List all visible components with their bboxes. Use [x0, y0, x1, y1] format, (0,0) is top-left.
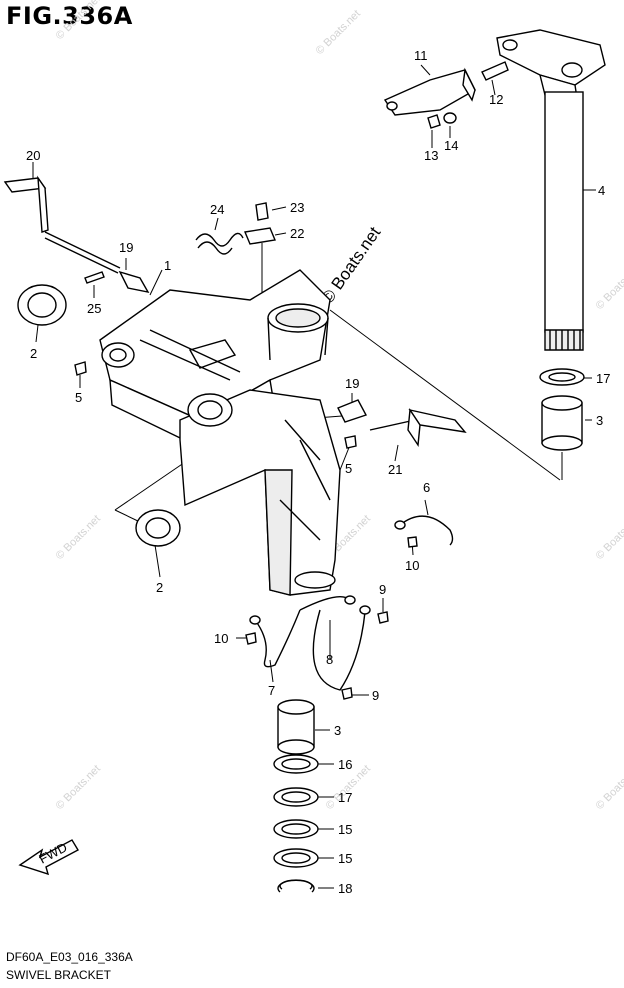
fwd-arrow: FWD — [18, 839, 79, 876]
callout-17-lower: 17 — [338, 790, 352, 805]
callout-2-bottom: 2 — [156, 580, 163, 595]
callout-22: 22 — [290, 226, 304, 241]
callout-15-upper: 15 — [338, 822, 352, 837]
callout-14: 14 — [444, 138, 458, 153]
figure-caption: SWIVEL BRACKET — [6, 968, 111, 982]
figure-code: DF60A_E03_016_336A — [6, 950, 133, 964]
watermark-1: © Boats.net — [54, 0, 103, 42]
swivel-bracket-body — [99, 269, 341, 596]
callout-8: 8 — [326, 652, 333, 667]
callout-9-lower: 9 — [372, 688, 379, 703]
callout-9-upper: 9 — [379, 582, 386, 597]
spring-assembly — [195, 202, 276, 255]
callout-1: 1 — [164, 258, 171, 273]
callout-5-right: 5 — [345, 461, 352, 476]
callout-19-right: 19 — [345, 376, 359, 391]
steering-shaft — [496, 29, 606, 351]
callout-19-left: 19 — [119, 240, 133, 255]
callout-13: 13 — [424, 148, 438, 163]
left-parts — [17, 270, 181, 547]
callout-7: 7 — [268, 683, 275, 698]
callout-11: 11 — [414, 48, 428, 63]
callout-20: 20 — [26, 148, 40, 163]
callout-17-upper: 17 — [596, 371, 610, 386]
callout-25: 25 — [87, 301, 101, 316]
watermark-9: © Boats.net — [594, 763, 624, 812]
callout-3-upper: 3 — [596, 413, 603, 428]
callout-5-left: 5 — [75, 390, 82, 405]
callout-3-lower: 3 — [334, 723, 341, 738]
callout-18: 18 — [338, 881, 352, 896]
bushing-upper — [541, 395, 583, 451]
washer-stack — [273, 754, 319, 893]
callout-4: 4 — [598, 183, 605, 198]
figure-title: FIG.336A — [6, 2, 133, 30]
callout-21: 21 — [388, 462, 402, 477]
watermark-main: © Boats.net — [318, 223, 385, 307]
watermark-3: © Boats.net — [594, 263, 624, 312]
stopper-plate — [383, 61, 509, 129]
tilt-lever-right — [337, 399, 467, 449]
bushing-lower — [277, 699, 315, 755]
watermark-2: © Boats.net — [314, 8, 363, 57]
callout-6: 6 — [423, 480, 430, 495]
callout-2-left: 2 — [30, 346, 37, 361]
watermark-4: © Boats.net — [54, 513, 103, 562]
ground-wires — [245, 515, 454, 700]
washer-upper — [539, 368, 585, 386]
callout-15-lower: 15 — [338, 851, 352, 866]
watermark-7: © Boats.net — [54, 763, 103, 812]
callout-labels: 1 2 2 3 3 4 5 5 6 7 8 9 9 10 10 11 12 13… — [26, 48, 610, 896]
callout-10-right: 10 — [405, 558, 419, 573]
callout-16: 16 — [338, 757, 352, 772]
callout-23: 23 — [290, 200, 304, 215]
watermark-6: © Boats.net — [594, 513, 624, 562]
tilt-lock-lever — [3, 175, 121, 274]
callout-24: 24 — [210, 202, 224, 217]
callout-10-left: 10 — [214, 631, 228, 646]
callout-12: 12 — [489, 92, 503, 107]
